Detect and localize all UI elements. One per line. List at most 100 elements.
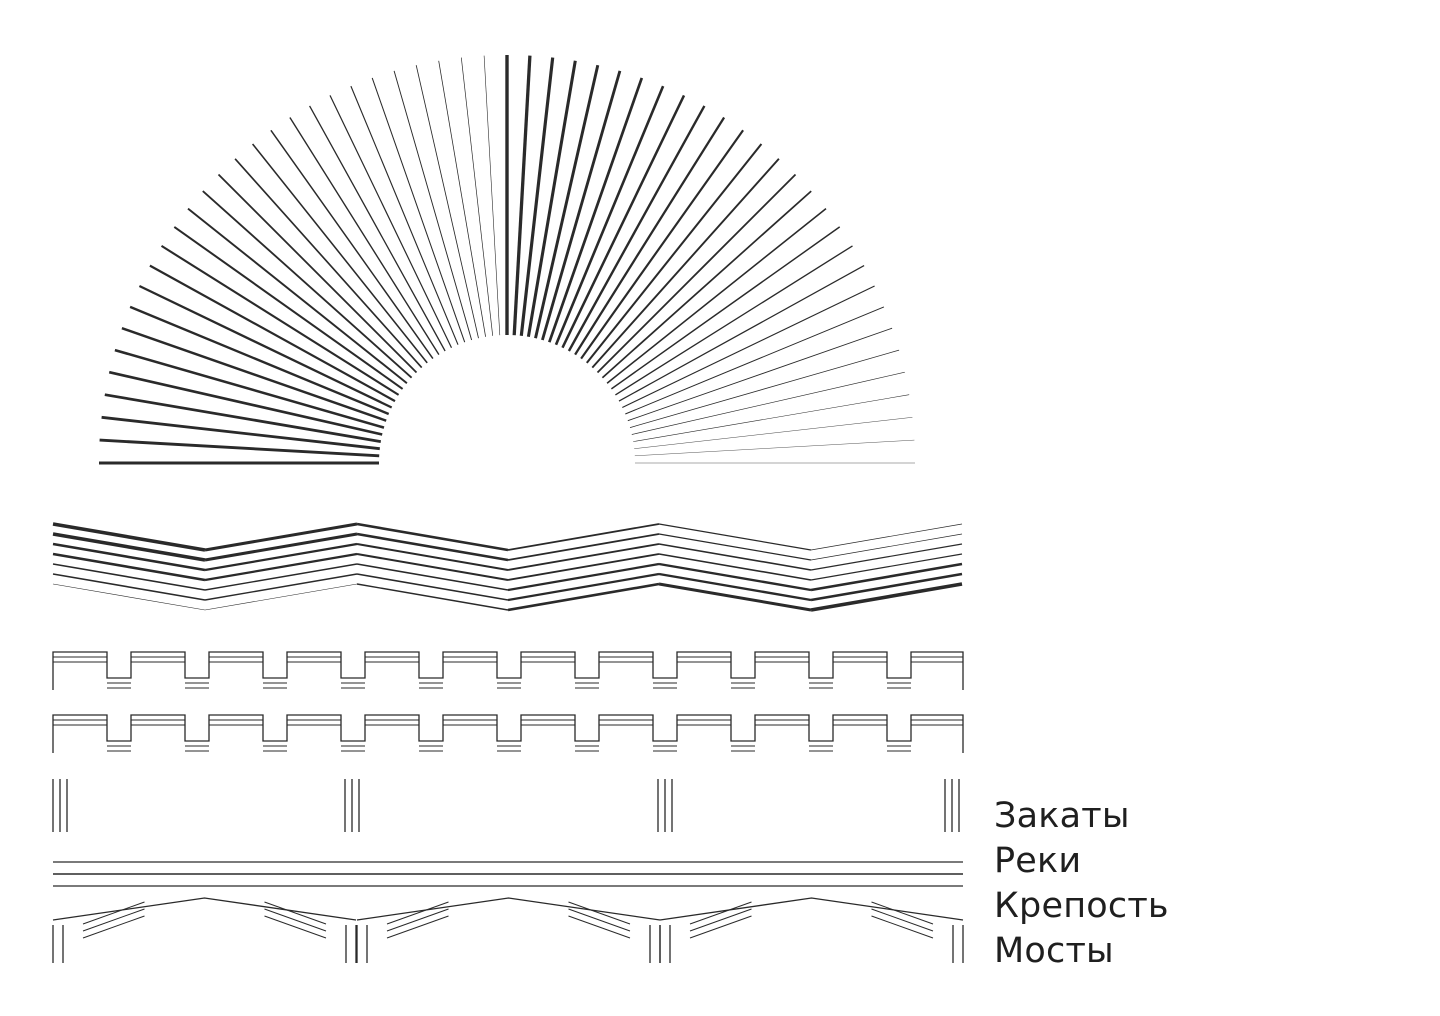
sun-ray: [618, 265, 865, 402]
wave-line: [810, 543, 963, 571]
sun-ray: [580, 129, 744, 360]
bridge-truss-line: [386, 901, 449, 925]
wave-line: [810, 572, 963, 602]
sun-ray: [606, 207, 827, 384]
sun-ray: [329, 95, 453, 348]
word-rivers: Реки: [994, 841, 1082, 881]
word-fortress: Крепость: [994, 886, 1169, 926]
word-sunsets: Закаты: [994, 796, 1130, 836]
wave-line: [356, 532, 509, 562]
sun-ray: [634, 439, 915, 456]
wave-line: [810, 553, 963, 581]
wave-line: [204, 573, 358, 601]
wave-line: [204, 522, 358, 552]
sun-ray: [121, 327, 387, 422]
wave-line: [52, 522, 206, 552]
wave-line: [507, 523, 660, 551]
bridge-truss-line: [871, 908, 934, 932]
sun-ray: [149, 264, 396, 403]
bridge-truss-line: [82, 901, 145, 925]
wave-line: [204, 583, 358, 611]
sun-ray: [438, 60, 486, 337]
sun-ray: [548, 77, 644, 343]
sun-ray: [393, 70, 473, 341]
wave-line: [204, 532, 358, 562]
sun-ray: [596, 173, 797, 374]
sun-ray: [173, 226, 404, 390]
sun-ray: [202, 190, 413, 379]
sun-ray: [631, 371, 905, 435]
wave-line: [658, 562, 812, 592]
sun-ray: [526, 60, 577, 338]
wave-line: [658, 553, 812, 581]
wave-line: [810, 523, 963, 551]
bridge-truss: [659, 897, 964, 921]
wave-line: [658, 572, 812, 602]
fortress-battlements: [52, 651, 964, 753]
wave-line: [810, 533, 963, 561]
bridge-truss-line: [689, 908, 752, 932]
wave-line: [658, 523, 812, 551]
sun-ray: [586, 143, 763, 364]
sun-ray: [541, 70, 622, 341]
wave-line: [356, 573, 509, 601]
word-bridges: Мосты: [994, 931, 1114, 971]
wave-line: [658, 533, 812, 561]
sun-ray: [415, 65, 479, 339]
sun-ray: [309, 105, 446, 352]
wave-line: [356, 583, 509, 611]
wave-line: [52, 563, 206, 591]
sun-ray: [534, 64, 600, 339]
sun-ray: [289, 117, 440, 355]
sun-ray: [567, 105, 706, 352]
bridge-truss-line: [689, 915, 752, 939]
wave-line: [52, 532, 206, 562]
wave-line: [204, 552, 358, 582]
sun-ray: [114, 348, 385, 429]
bridge-truss-line: [689, 901, 752, 925]
bridge-truss-line: [264, 901, 327, 925]
wave-line: [52, 583, 206, 611]
wave-line: [507, 543, 660, 571]
sun-ray: [625, 306, 885, 415]
wave-line: [204, 563, 358, 591]
bridge-truss-line: [568, 915, 631, 939]
sun-ray: [101, 415, 380, 451]
sun-ray: [251, 143, 428, 364]
sunset-rays: [99, 55, 915, 465]
bridge-truss-line: [871, 915, 934, 939]
wave-line: [507, 533, 660, 561]
bridge-truss-line: [871, 901, 934, 925]
wave-line: [810, 582, 963, 612]
sun-ray: [561, 94, 686, 349]
wave-line: [356, 522, 509, 552]
sun-ray: [129, 305, 390, 416]
sun-ray: [187, 207, 408, 384]
bridge-truss: [52, 897, 357, 921]
bridge-truss-line: [82, 908, 145, 932]
sun-ray: [270, 129, 434, 360]
sun-ray: [633, 394, 910, 442]
sun-ray: [234, 158, 423, 369]
sun-ray: [622, 285, 875, 409]
bridge-truss-line: [82, 915, 145, 939]
wave-line: [356, 563, 509, 591]
bridge-truss-line: [264, 908, 327, 932]
wave-line: [204, 542, 358, 572]
wave-line: [52, 542, 206, 572]
wave-line: [52, 552, 206, 582]
bridge-truss-line: [386, 908, 449, 932]
battlement-outline: [52, 651, 964, 690]
sun-ray: [108, 370, 383, 436]
bridge-truss-line: [568, 908, 631, 932]
river-waves: [52, 522, 963, 612]
sun-ray: [512, 55, 532, 336]
bridge-truss-line: [386, 915, 449, 939]
bridge-spans: [52, 779, 964, 963]
sun-ray: [371, 77, 466, 343]
sun-ray: [591, 158, 780, 369]
sun-ray: [104, 393, 382, 443]
bridge-truss-line: [568, 901, 631, 925]
wave-line: [356, 553, 509, 581]
